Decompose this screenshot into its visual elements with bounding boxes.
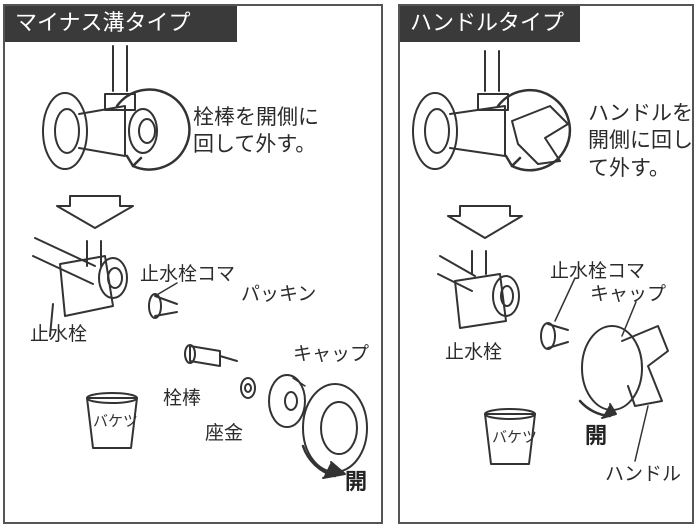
minus-groove-title: マイナス溝タイプ: [5, 6, 237, 42]
label-zagane: 座金: [205, 422, 244, 444]
handle-type-illustration: [412, 50, 669, 465]
instruction-line-2: 開側に回し: [588, 128, 693, 153]
minus-groove-type-panel: マイナス溝タイプ 栓棒を開側に 回して外す。 止水栓コマ パッキン 止水栓 キャ…: [3, 4, 383, 524]
label-shisuisen: 止水栓: [30, 323, 88, 345]
instruction-line-3: て外す。: [588, 155, 670, 180]
exploded-stopcock-icon: [32, 237, 128, 337]
minus-groove-illustration: [32, 45, 368, 479]
label-shisuisen-right: 止水栓: [445, 341, 503, 363]
label-cap-right: キャップ: [590, 283, 667, 305]
instruction-line-1: 栓棒を開側に: [193, 105, 319, 129]
label-open: 開: [345, 470, 368, 495]
zagane-part-icon: [240, 377, 256, 399]
label-koma-right: 止水栓コマ: [550, 260, 646, 282]
down-arrow-icon-right: [447, 205, 523, 239]
label-senbo: 栓棒: [163, 387, 202, 409]
koma-part-icon: [148, 293, 178, 319]
label-koma: 止水栓コマ: [140, 263, 236, 285]
top-stopcock-icon: [42, 45, 191, 171]
handle-cap-assembly-icon: [578, 325, 669, 419]
senbo-part-icon: [184, 344, 238, 367]
cap-part-icon: [301, 383, 368, 479]
label-packing: パッキン: [241, 283, 317, 305]
bucket-icon: [86, 392, 138, 449]
koma-part-icon-right: [540, 322, 569, 350]
label-open-right: 開: [585, 424, 608, 449]
label-cap: キャップ: [293, 343, 370, 365]
packing-part-icon: [268, 374, 306, 428]
exploded-handle-stopcock-icon: [437, 250, 520, 329]
instruction-line-2: 回して外す。: [193, 132, 317, 157]
handle-type-title: ハンドルタイプ: [400, 6, 580, 42]
instruction-line-1: ハンドルを: [588, 101, 693, 125]
bucket-icon-right: [484, 408, 536, 465]
handle-instruction: ハンドルを 開側に回し て外す。: [588, 100, 693, 182]
label-handle: ハンドル: [605, 463, 682, 485]
label-bucket: バケツ: [93, 412, 139, 430]
minus-groove-instruction: 栓棒を開側に 回して外す。: [193, 104, 319, 159]
handle-type-panel: ハンドルタイプ ハンドルを 開側に回し て外す。 止水栓コマ キャップ 止水栓 …: [398, 4, 694, 524]
label-bucket-right: バケツ: [492, 428, 538, 446]
top-handle-stopcock-icon: [412, 50, 572, 172]
down-arrow-icon: [56, 195, 134, 229]
